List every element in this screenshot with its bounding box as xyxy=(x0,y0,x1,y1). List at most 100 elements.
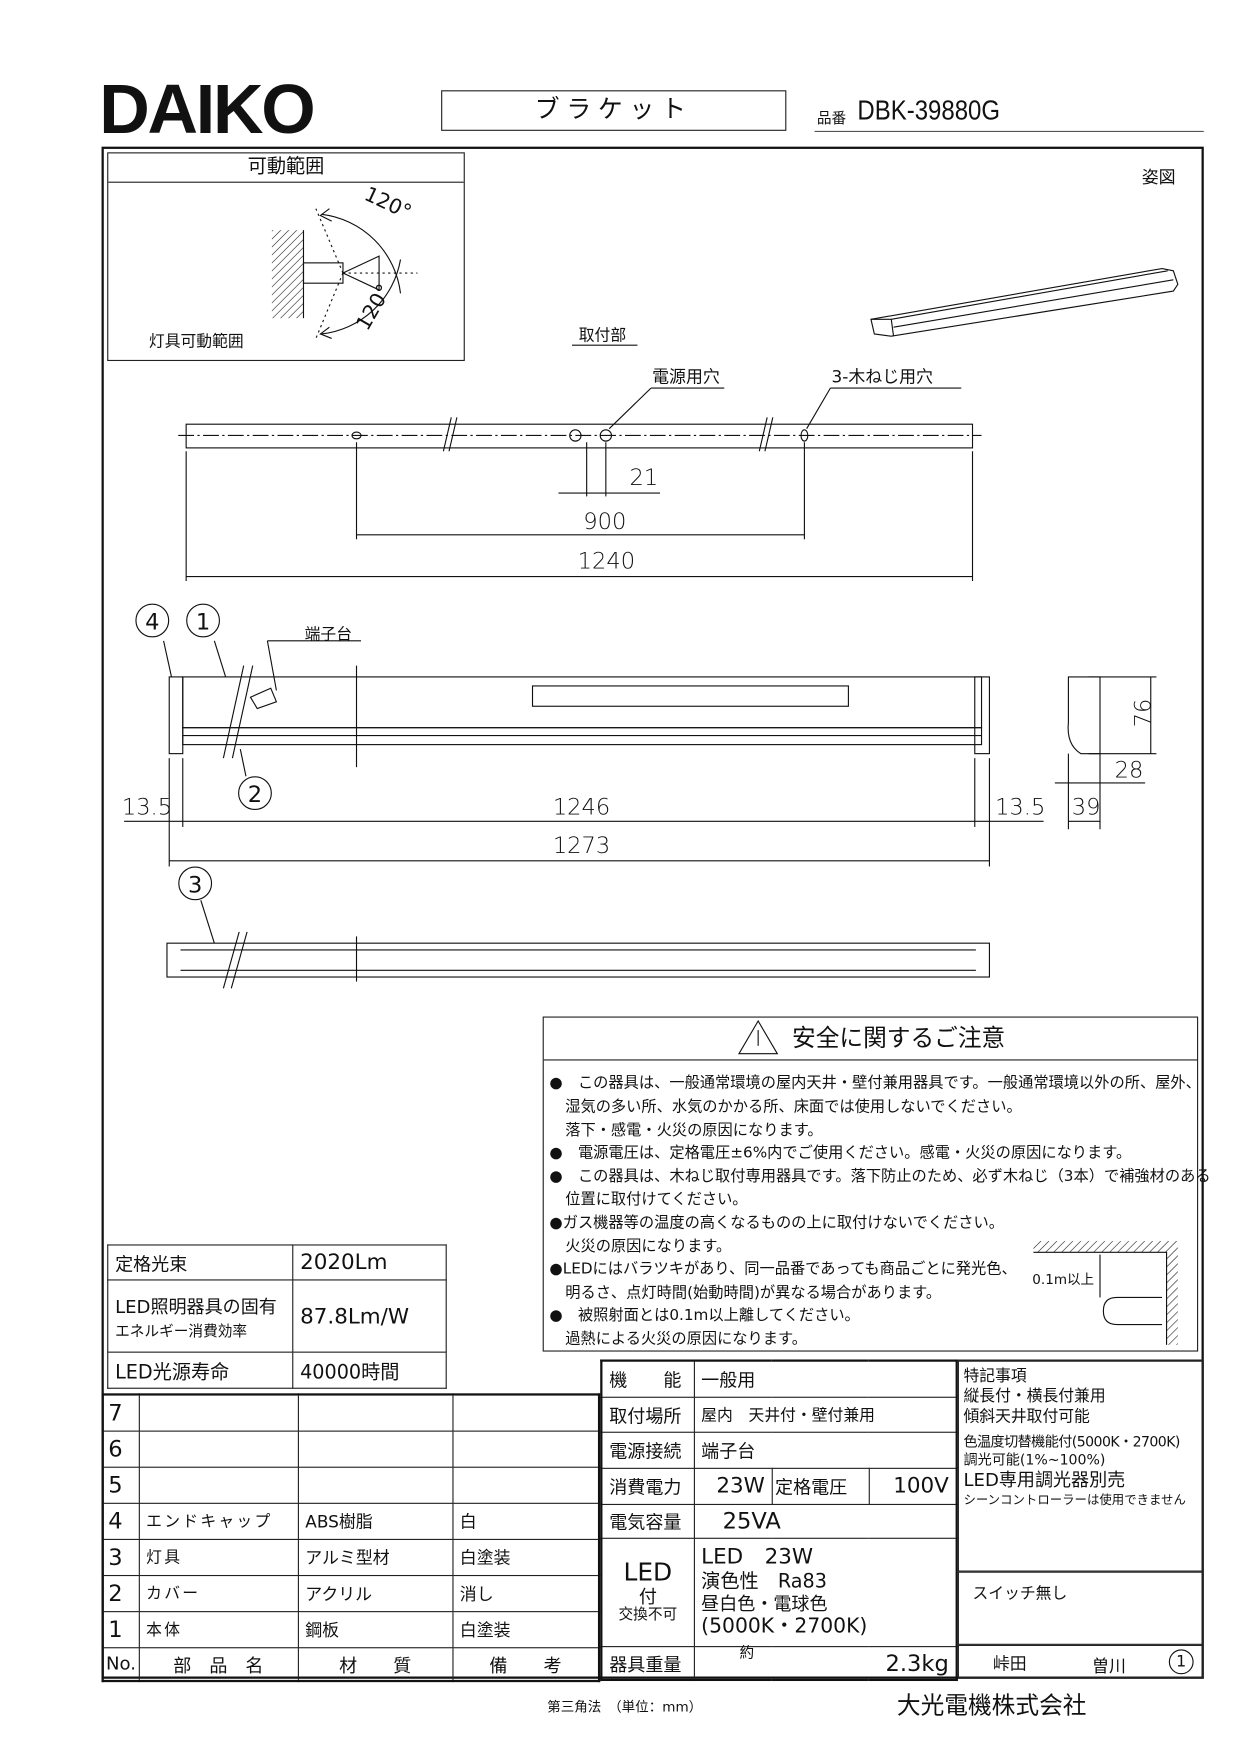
parts-cell-no: 7 xyxy=(102,1393,140,1432)
note-line: 傾斜天井取付可能 xyxy=(963,1408,1090,1427)
perf-value: 87.8Lm/W xyxy=(292,1279,447,1353)
part-no-label: 品番 xyxy=(816,110,847,128)
note-line: 特記事項 xyxy=(963,1367,1027,1386)
clearance-diagram xyxy=(1033,1241,1178,1345)
screw-holes-label: 3-木ねじ用穴 xyxy=(831,366,933,387)
parts-header: 備 考 xyxy=(451,1646,600,1682)
mounting-bar xyxy=(178,344,982,582)
spec-value: 端子台 xyxy=(693,1431,958,1469)
callout-4: 4 xyxy=(135,603,170,638)
parts-cell-no: 2 xyxy=(102,1574,140,1612)
company-name: 大光電機株式会社 xyxy=(896,1692,1087,1720)
parts-cell-no: 5 xyxy=(102,1466,140,1504)
perspective-label: 姿図 xyxy=(1141,166,1176,188)
spec-label: 消費電力 xyxy=(600,1467,695,1505)
side-view xyxy=(124,640,1157,944)
parts-cell-name: エンドキャップ xyxy=(138,1502,299,1540)
note-line: LED専用調光器別売 xyxy=(963,1468,1126,1491)
note-line: 縦長付・横長付兼用 xyxy=(963,1387,1106,1406)
parts-cell-name xyxy=(138,1429,299,1468)
spec-label: 電気容量 xyxy=(600,1503,695,1539)
part-number: DBK-39880G xyxy=(857,94,1001,127)
switch-note: スイッチ無し xyxy=(972,1585,1068,1604)
spec-value: 25VA xyxy=(693,1503,958,1539)
safety-line: ● この器具は、一般通常環境の屋内天井・壁付兼用器具です。一般通常環境以外の所、… xyxy=(549,1074,1201,1093)
safety-title: 安全に関するご注意 xyxy=(543,1018,1198,1061)
parts-cell-material: アクリル xyxy=(297,1574,454,1612)
parts-header: No. xyxy=(102,1646,140,1682)
dim-900: 900 xyxy=(583,507,627,535)
parts-cell-name xyxy=(138,1393,299,1432)
dim-28: 28 xyxy=(1114,755,1144,783)
spec-label: 取付場所 xyxy=(600,1396,695,1433)
dim-1246: 1246 xyxy=(552,793,611,821)
callout-1: 1 xyxy=(186,603,220,638)
dim-left: 13.5 xyxy=(121,793,173,821)
parts-cell-note: 消し xyxy=(451,1574,600,1612)
spec-value: 屋内 天井付・壁付兼用 xyxy=(693,1396,958,1433)
terminal-label: 端子台 xyxy=(304,626,352,645)
signature-2: 曽川 xyxy=(1092,1656,1126,1677)
part-no-underline xyxy=(814,130,1204,132)
power-hole-label: 電源用穴 xyxy=(652,366,720,387)
title-box: ブラケット xyxy=(441,90,787,131)
range-caption: 灯具可動範囲 xyxy=(148,332,244,351)
parts-header: 材 質 xyxy=(297,1646,454,1682)
parts-header: 部 品 名 xyxy=(138,1646,299,1682)
clearance-label: 0.1m以上 xyxy=(1032,1271,1095,1288)
revision-mark: 1 xyxy=(1168,1649,1194,1675)
range-title: 可動範囲 xyxy=(108,153,464,183)
spec-value: 一般用 xyxy=(693,1360,958,1398)
note-line: 色温度切替機能付(5000K・2700K) xyxy=(963,1432,1180,1450)
parts-cell-note xyxy=(451,1466,600,1504)
spec-label: 電源接続 xyxy=(600,1431,695,1469)
callout-3: 3 xyxy=(178,866,213,901)
safety-line: 過熱による火災の原因になります。 xyxy=(565,1330,807,1349)
parts-cell-no: 6 xyxy=(102,1429,140,1468)
safety-line: 明るさ、点灯時間(始動時間)が異なる場合があります。 xyxy=(565,1283,942,1302)
spec-value: 23W xyxy=(693,1467,773,1505)
notes-box: 特記事項 縦長付・横長付兼用 傾斜天井取付可能 色温度切替機能付(5000K・2… xyxy=(957,1359,1204,1572)
range-diagram xyxy=(271,208,418,339)
safety-line: 火災の原因になります。 xyxy=(565,1237,732,1256)
safety-line: ● 電源電圧は、定格電圧±6%内でご使用ください。感電・火災の原因になります。 xyxy=(549,1143,1132,1163)
parts-cell-name: 本体 xyxy=(138,1610,299,1648)
movable-range-box: 可動範囲 xyxy=(107,152,465,362)
parts-cell-note: 白塗装 xyxy=(451,1610,600,1648)
callout-2: 2 xyxy=(238,776,272,811)
perf-label: 定格光束 xyxy=(107,1244,294,1281)
dim-76: 76 xyxy=(1129,698,1157,728)
perspective-view xyxy=(870,267,1179,337)
safety-line: ● この器具は、木ねじ取付専用器具です。落下防止のため、必ず木ねじ（3本）で補強… xyxy=(549,1167,1211,1186)
mounting-title: 取付部 xyxy=(578,327,627,346)
lamp-tube xyxy=(166,931,990,989)
dim-1273: 1273 xyxy=(552,831,611,859)
parts-cell-name: 灯具 xyxy=(138,1538,299,1576)
parts-cell-note: 白 xyxy=(451,1502,600,1540)
dim-21: 21 xyxy=(629,463,659,491)
parts-cell-note xyxy=(451,1393,600,1432)
approval-box: 峠田 曽川 1 xyxy=(957,1644,1204,1679)
parts-cell-material xyxy=(297,1429,454,1468)
parts-cell-material xyxy=(297,1466,454,1504)
parts-cell-note: 白塗装 xyxy=(451,1538,600,1576)
parts-cell-name: カバー xyxy=(138,1574,299,1612)
parts-row: 6 xyxy=(102,1429,600,1468)
parts-cell-material: 鋼板 xyxy=(297,1610,454,1648)
safety-line: 落下・感電・火災の原因になります。 xyxy=(565,1121,823,1140)
warning-icon xyxy=(737,1019,779,1055)
spec-label: 機 能 xyxy=(600,1360,695,1398)
signature-1: 峠田 xyxy=(992,1653,1027,1675)
parts-cell-material: ABS樹脂 xyxy=(297,1502,454,1540)
